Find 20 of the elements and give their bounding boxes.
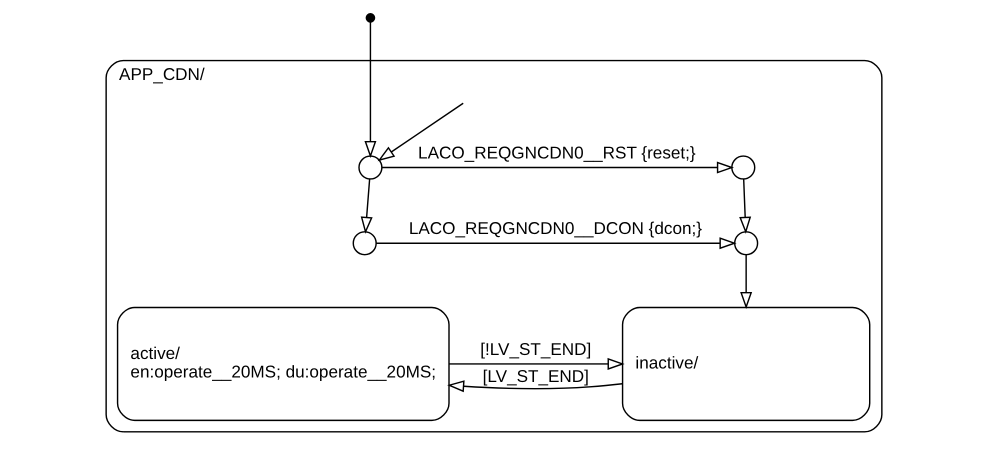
arrow — [740, 254, 752, 310]
arrow — [360, 179, 372, 234]
edge-label: [LV_ST_END] — [482, 366, 588, 386]
edge-label: LACO_REQGNCDN0__DCON {dcon;} — [408, 218, 702, 238]
node-box: active/ en:operate__20MS; du:operate__20MS; — [116, 306, 450, 422]
arrow — [738, 179, 751, 234]
arrow — [446, 380, 622, 392]
arrow — [376, 237, 736, 250]
arrow — [377, 102, 464, 162]
node-circle — [730, 155, 755, 180]
node-circle — [734, 231, 758, 256]
edge-label: [!LV_ST_END] — [480, 338, 591, 359]
arrow — [448, 358, 624, 370]
arrow — [364, 22, 376, 158]
node-point — [365, 13, 375, 23]
node-circle — [358, 155, 382, 180]
arrow — [382, 162, 734, 174]
node-box: inactive/ — [621, 306, 870, 422]
edge-label: LACO_REQGNCDN0__RST {reset;} — [418, 142, 696, 162]
node-circle — [352, 231, 376, 256]
